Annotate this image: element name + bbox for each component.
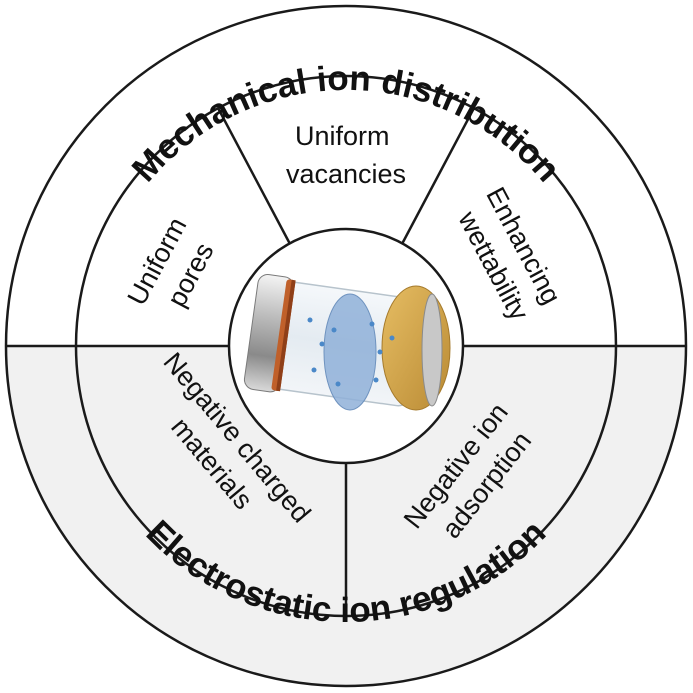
inner-ring-upper [76,76,616,346]
battery-cell-icon [243,274,451,411]
divider-upper-right [400,107,476,245]
segment-uniform-vacancies: Uniform vacancies [286,121,406,189]
divider-upper-left [216,107,292,245]
